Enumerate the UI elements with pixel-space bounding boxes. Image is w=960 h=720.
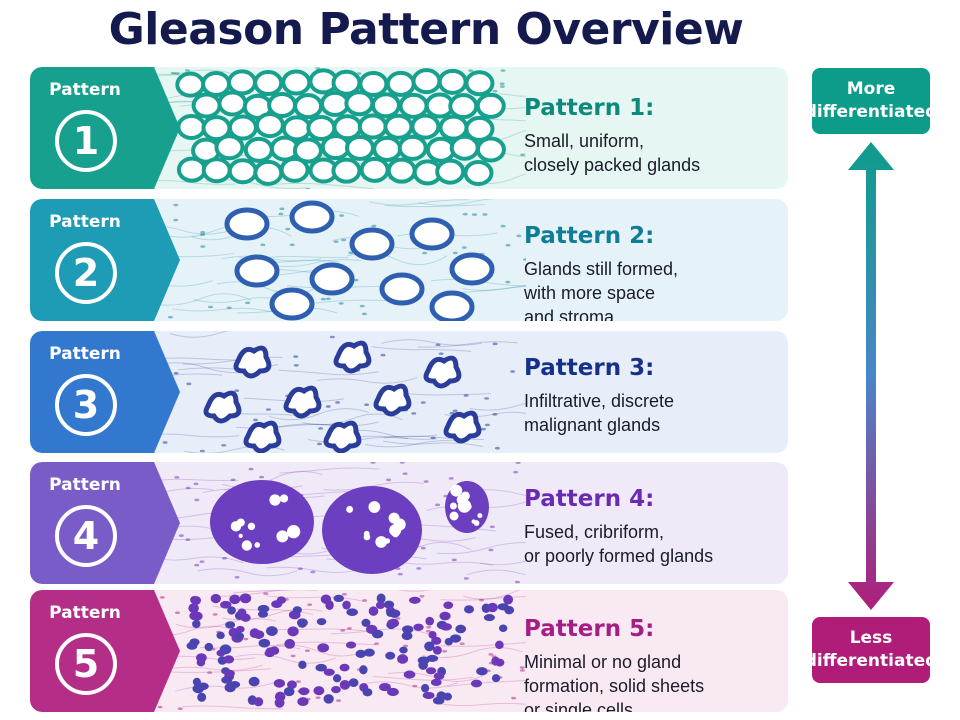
badge-label: Pattern	[49, 80, 121, 100]
description-line: Glands still formed,	[524, 259, 679, 279]
badge-pointer-icon	[154, 462, 180, 584]
differentiation-arrow-icon	[848, 142, 894, 610]
badge-pointer-icon	[154, 199, 180, 321]
pattern-row-3: Pattern 3 Pattern 3: Infiltrative, discrete…	[30, 331, 788, 453]
tissue-drawing	[152, 590, 526, 710]
tissue-illustration	[152, 199, 526, 321]
pattern-heading: Pattern 2:	[524, 223, 655, 249]
description-line: Infiltrative, discrete	[524, 391, 675, 411]
description-line: with more space	[524, 283, 656, 303]
pattern-description: Glands still formed, with more space and s…	[524, 257, 786, 321]
badge-pointer-icon	[154, 331, 180, 453]
description-line: malignant glands	[524, 415, 661, 435]
tissue-drawing	[152, 462, 526, 584]
tissue-illustration	[152, 590, 526, 712]
pattern-row-2: Pattern 2 Pattern 2: Glands still formed, wi…	[30, 199, 788, 321]
badge-number: 4	[55, 505, 117, 567]
tissue-drawing	[152, 199, 526, 321]
pattern-description: Minimal or no gland formation, solid shee…	[524, 650, 786, 712]
badge-pointer-icon	[154, 67, 180, 189]
tissue-illustration	[152, 462, 526, 584]
pattern-row-5: Pattern 5 Pattern 5: Minimal or no gland for…	[30, 590, 788, 712]
more-differentiated-text: More differentiated	[804, 79, 938, 122]
badge-number: 2	[55, 242, 117, 304]
badge-label: Pattern	[49, 603, 121, 623]
pattern-row-4: Pattern 4 Pattern 4: Fused, cribriform, or p…	[30, 462, 788, 584]
tissue-drawing	[152, 331, 526, 453]
pattern-heading: Pattern 3:	[524, 355, 655, 381]
pattern-description: Small, uniform, closely packed glands	[524, 129, 786, 177]
badge-number: 1	[55, 110, 117, 172]
badge-label: Pattern	[49, 344, 121, 364]
description-line: Minimal or no gland	[524, 652, 682, 672]
tissue-illustration	[152, 67, 526, 189]
description-line: formation, solid sheets	[524, 676, 705, 696]
description-line: and stroma	[524, 307, 615, 321]
pattern-heading: Pattern 4:	[524, 486, 655, 512]
tissue-illustration	[152, 331, 526, 453]
less-differentiated-text: Less differentiated	[804, 628, 938, 671]
badge-pointer-icon	[154, 590, 180, 712]
description-line: closely packed glands	[524, 155, 701, 175]
description-line: or poorly formed glands	[524, 546, 714, 566]
more-differentiated-label: More differentiated	[805, 68, 937, 134]
tissue-drawing	[152, 67, 526, 189]
pattern-description: Fused, cribriform, or poorly formed gland…	[524, 520, 786, 568]
description-line: Fused, cribriform,	[524, 522, 665, 542]
description-line: or single cells	[524, 700, 634, 712]
badge-number: 5	[55, 633, 117, 695]
badge-number: 3	[55, 374, 117, 436]
pattern-description: Infiltrative, discrete malignant glands	[524, 389, 786, 437]
pattern-heading: Pattern 1:	[524, 95, 655, 121]
pattern-heading: Pattern 5:	[524, 616, 655, 642]
less-differentiated-label: Less differentiated	[805, 617, 937, 683]
description-line: Small, uniform,	[524, 131, 645, 151]
page-title: Gleason Pattern Overview	[108, 4, 744, 55]
pattern-row-1: Pattern 1 Pattern 1: Small, uniform, closely…	[30, 67, 788, 189]
badge-label: Pattern	[49, 212, 121, 232]
badge-label: Pattern	[49, 475, 121, 495]
